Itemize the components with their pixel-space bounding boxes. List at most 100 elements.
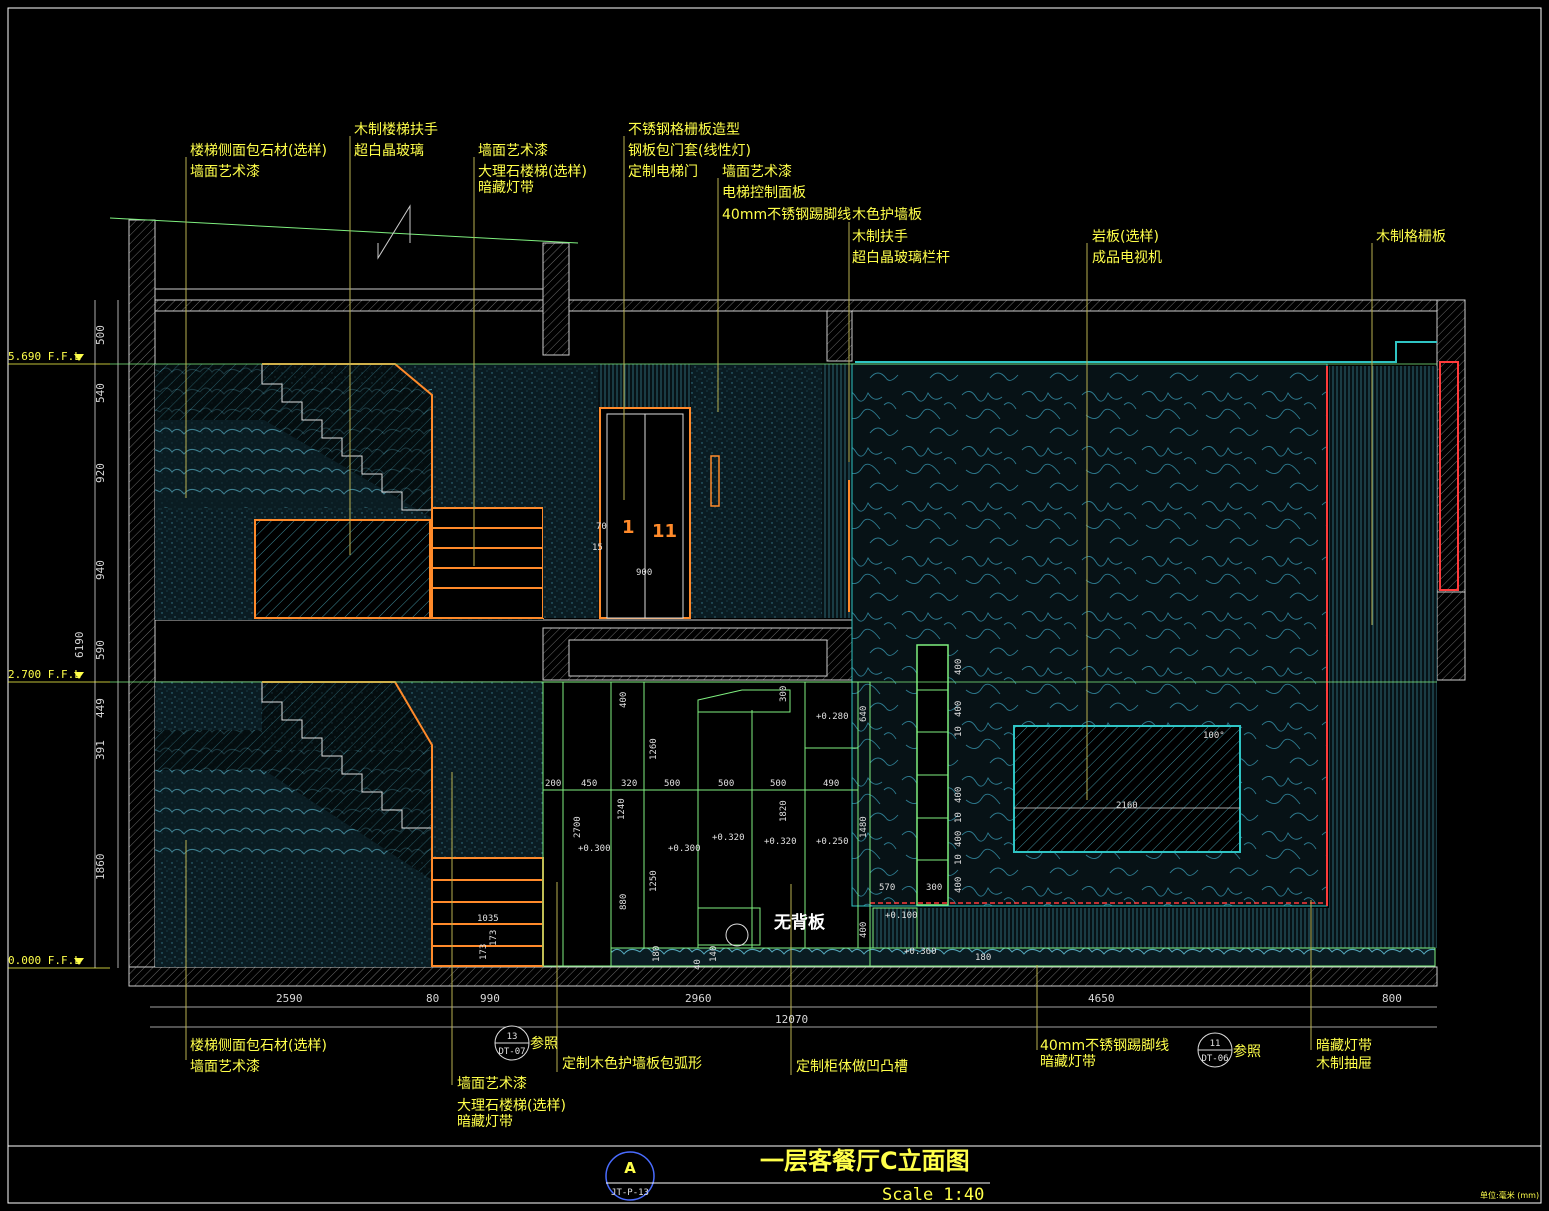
stair-173b: 173: [489, 930, 499, 946]
level-0000: 0.000 F.F.L: [8, 954, 81, 967]
shelf-h-6: 400: [954, 831, 964, 847]
label-top-3b: 大理石楼梯(选样): [478, 164, 587, 180]
cab-h-1250: 1250: [649, 870, 659, 892]
elevator-floor-b: 11: [652, 521, 677, 542]
label-bottom-4a: 定制柜体做凹凸槽: [796, 1059, 908, 1075]
inner-notes: 1 11 70 15 900 无背板 2160 100° 200 450 320…: [477, 517, 1225, 970]
cab-h-300: 300: [779, 686, 789, 702]
door-width: 900: [636, 568, 652, 578]
wall-section: [109, 204, 1466, 987]
detail-ref-11-note: 参照: [1233, 1043, 1261, 1060]
level-2700: 2.700 F.F.L: [8, 668, 81, 681]
label-top-3a: 墙面艺术漆: [478, 143, 548, 159]
elev-0300a: +0.300: [578, 844, 611, 854]
label-top-5c: 40mm不锈钢踢脚线: [722, 207, 851, 223]
detail-ref-11-num: 11: [1210, 1039, 1221, 1049]
plinth-40: 40: [693, 959, 703, 970]
label-bottom-1b: 墙面艺术漆: [190, 1059, 260, 1075]
label-top-4c: 定制电梯门: [628, 164, 698, 180]
hdim-2590: 2590: [276, 992, 303, 1005]
label-bottom-1a: 楼梯侧面包石材(选样): [190, 1038, 327, 1054]
label-top-4b: 钢板包门套(线性灯): [628, 143, 751, 159]
level-markers: 5.690 F.F.L 2.700 F.F.L 0.000 F.F.L: [8, 350, 84, 967]
dimension-lines: [8, 300, 1437, 1028]
cab-w-490: 490: [823, 779, 839, 789]
cab-h-2700: 2700: [573, 816, 583, 838]
unit-note: 单位:毫米 (mm): [1480, 1190, 1539, 1200]
vdim-500: 500: [94, 325, 107, 345]
label-bottom-2c: 暗藏灯带: [457, 1114, 513, 1130]
cab-h-640: 640: [859, 706, 869, 722]
tv-angle: 100°: [1203, 731, 1225, 741]
vdim-540: 540: [94, 383, 107, 403]
shelf-h-1: 400: [954, 659, 964, 675]
label-bottom-6b: 木制抽屉: [1316, 1056, 1372, 1072]
vdim-449: 449: [94, 698, 107, 718]
vdim-total: 6190: [73, 632, 86, 659]
door-dim-70: 70: [596, 522, 607, 532]
sheet-ref: JT-P-13: [611, 1188, 649, 1198]
cab-h-880: 880: [619, 894, 629, 910]
label-top-4a: 不锈钢格栅板造型: [628, 122, 740, 138]
cab-w-500a: 500: [664, 779, 680, 789]
label-bottom-5b: 暗藏灯带: [1040, 1054, 1096, 1070]
cab-h-1820: 1820: [779, 800, 789, 822]
detail-ref-11: 11 DT-06 参照: [1197, 1032, 1261, 1068]
hdim-990: 990: [480, 992, 500, 1005]
detail-ref-11-sheet: DT-06: [1201, 1054, 1228, 1064]
detail-ref-13: 13 DT-07 参照: [494, 1025, 558, 1061]
shelf-h-4: 400: [954, 787, 964, 803]
cab-h-1240: 1240: [617, 798, 627, 820]
elev-0280: +0.280: [816, 712, 849, 722]
elevator-floor-a: 1: [622, 517, 635, 538]
stair-1035: 1035: [477, 914, 499, 924]
vdim-940: 940: [94, 560, 107, 580]
leader-lines: [185, 136, 1373, 1085]
detail-ref-13-num: 13: [507, 1032, 518, 1042]
vertical-dims: 500 540 920 940 590 449 391 1860 6190: [73, 325, 107, 880]
niche-570: 570: [879, 883, 895, 893]
hdim-80: 80: [426, 992, 439, 1005]
label-top-8a: 木制格栅板: [1376, 229, 1446, 245]
label-top-6c: 超白晶玻璃栏杆: [852, 249, 950, 266]
cab-h-1260: 1260: [649, 738, 659, 760]
vdim-1860: 1860: [94, 854, 107, 881]
cab-w-320: 320: [621, 779, 637, 789]
drawing-title: 一层客餐厅C立面图: [760, 1147, 970, 1175]
elev-0300b: +0.300: [668, 844, 701, 854]
elev-0360: +0.360: [904, 947, 937, 957]
stair-173a: 173: [479, 944, 489, 960]
door-dim-15: 15: [592, 543, 603, 553]
label-top-5a: 墙面艺术漆: [722, 164, 792, 180]
top-labels: 楼梯侧面包石材(选样) 墙面艺术漆 木制楼梯扶手 超白晶玻璃 墙面艺术漆 大理石…: [190, 122, 1446, 266]
label-top-5b: 电梯控制面板: [722, 185, 806, 201]
detail-ref-13-note: 参照: [530, 1035, 558, 1052]
lower-stair-area: [155, 681, 544, 967]
label-top-3c: 暗藏灯带: [478, 180, 534, 196]
label-bottom-2a: 墙面艺术漆: [457, 1076, 527, 1092]
detail-ref-13-sheet: DT-07: [498, 1047, 525, 1057]
marble-wall: [610, 341, 1437, 967]
label-top-7a: 岩板(选样): [1092, 229, 1159, 245]
label-top-2a: 木制楼梯扶手: [354, 122, 438, 138]
cab-w-500b: 500: [718, 779, 734, 789]
shelf-h-7: 10: [954, 854, 964, 865]
shelf-h-2: 400: [954, 701, 964, 717]
vdim-590: 590: [94, 640, 107, 660]
niche-300: 300: [926, 883, 942, 893]
label-bottom-2b: 大理石楼梯(选样): [457, 1098, 566, 1114]
label-bottom-6a: 暗藏灯带: [1316, 1038, 1372, 1054]
vdim-920: 920: [94, 463, 107, 483]
horizontal-dims: 2590 80 990 2960 4650 800 12070: [276, 992, 1402, 1026]
shelf-h-3: 10: [954, 726, 964, 737]
cab-w-200: 200: [545, 779, 561, 789]
label-top-1a: 楼梯侧面包石材(选样): [190, 143, 327, 159]
plinth-180b: 180: [975, 953, 991, 963]
label-top-1b: 墙面艺术漆: [190, 164, 260, 180]
title-block: A JT-P-13 一层客餐厅C立面图 Scale 1:40 单位:毫米 (mm…: [605, 1147, 1539, 1205]
label-top-7b: 成品电视机: [1092, 250, 1162, 266]
sheet-letter: A: [624, 1159, 636, 1177]
label-bottom-5a: 40mm不锈钢踢脚线: [1040, 1038, 1169, 1054]
label-top-6b: 木制扶手: [852, 229, 908, 245]
